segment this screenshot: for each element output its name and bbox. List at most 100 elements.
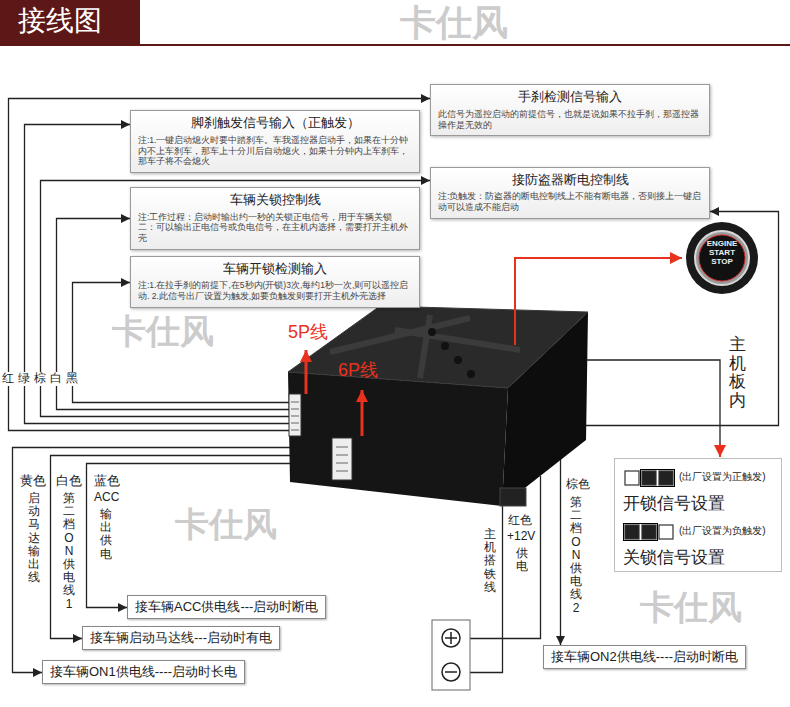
box-heading: 接防盗器断电控制线	[438, 172, 702, 189]
signal-wire	[586, 212, 779, 426]
wire-name: ACC	[94, 491, 119, 505]
jumper-note: (出厂设置为负触发)	[679, 525, 766, 537]
power-wire	[560, 458, 561, 645]
connector-name: 6P线	[338, 360, 378, 381]
unit-hole	[441, 342, 449, 350]
callout-text: 主机板内	[729, 336, 746, 411]
box-text: 接车辆ON1供电线----启动时长电	[50, 664, 237, 680]
unit-front	[288, 372, 508, 506]
signal-box: 车辆关锁控制线注:工作过程：启动时输出约一秒的关锁正电信号，用于车辆关锁 二：可…	[130, 187, 420, 250]
voltage: +12V	[507, 530, 535, 544]
box-heading: 手刹检测信号输入	[438, 89, 702, 106]
wire-color: 棕色	[566, 478, 590, 492]
power-wire	[87, 464, 335, 608]
wire-color: 红	[2, 372, 14, 386]
main-unit	[288, 306, 588, 506]
wire-name: 第二档ON供电线2	[570, 496, 582, 615]
connector-pins	[291, 402, 299, 430]
wire-color: 黄色	[20, 474, 46, 489]
button-text: STOP	[700, 257, 744, 266]
wire-color: 绿	[18, 372, 30, 386]
plus-sign	[445, 632, 457, 644]
box-heading: 车辆关锁控制线	[138, 192, 412, 209]
wire-target-box: 接车辆启动马达线---启动时有电	[82, 626, 280, 650]
watermark: 卡仕风	[175, 505, 277, 544]
jumper-symbol	[623, 523, 675, 543]
battery-symbol	[432, 620, 470, 690]
wire-name: 第二档ON供电线1	[63, 492, 75, 611]
button-base	[686, 222, 758, 294]
jumper-title: 关锁信号设置	[623, 548, 725, 568]
wire-color: 黑	[66, 372, 78, 386]
unit-top	[288, 306, 588, 388]
jumper-panel: (出厂设置为正触发) 开锁信号设置 (出厂设置为负触发) 关锁信号设置	[614, 458, 782, 572]
power-wire	[51, 456, 335, 639]
wire-color: 白色	[56, 474, 82, 489]
header-rule	[0, 44, 790, 46]
button-text: START	[700, 248, 744, 257]
jumper-cap	[641, 470, 675, 487]
watermark: 卡仕风	[640, 588, 742, 627]
unit-hole	[467, 370, 475, 378]
pointer-arrow	[719, 444, 721, 457]
wire-color: 棕	[34, 372, 46, 386]
leader-line	[586, 360, 720, 444]
ground-wire	[470, 500, 503, 673]
wire-name: 供电	[516, 547, 528, 573]
signal-box: 接防盗器断电控制线注:负触发：防盗器的断电控制线上不能有断电器，否则接上一键启动…	[430, 167, 710, 219]
unit-hole	[454, 356, 462, 364]
box-heading: 车辆开锁检测输入	[138, 261, 412, 278]
box-text: 接车辆启动马达线---启动时有电	[90, 630, 272, 646]
wire-target-box: 接车辆ACC供电线---启动时断电	[127, 595, 326, 619]
signal-box: 车辆开锁检测输入注:1.在拉手刹的前提下,在5秒内(开锁)3次,每约1秒一次,则…	[130, 256, 420, 308]
mount-tab	[500, 488, 526, 506]
jumper-note: (出厂设置为正触发)	[679, 471, 766, 483]
box-note: 注:工作过程：启动时输出约一秒的关锁正电信号，用于车辆关锁 二：可以输出正电信号…	[138, 212, 412, 244]
jumper-pin	[625, 471, 639, 485]
connector-5p	[289, 394, 301, 436]
wire-target-box: 接车辆ON1供电线----启动时长电	[42, 660, 245, 684]
start-button	[686, 222, 758, 294]
box-note: 注:1.在拉手刹的前提下,在5秒内(开锁)3次,每约1秒一次,则可以遥控启动. …	[138, 280, 412, 301]
connector-6p	[332, 438, 352, 480]
connector-name: 5P线	[288, 322, 328, 343]
jumper-cap	[624, 524, 658, 541]
jumper-pin	[625, 525, 639, 539]
page-title: 接线图	[18, 3, 102, 39]
minus-sign	[445, 671, 457, 673]
jumper-symbol	[623, 469, 675, 489]
pointer-arrow	[361, 390, 364, 436]
button-text: ENGINE	[700, 239, 744, 248]
connector-pins	[336, 447, 348, 471]
box-note: 注:1.一键启动熄火时要中踏刹车。车我遥控器启动手，如果在十分钟内不上车刹车，那…	[138, 135, 412, 167]
plus-terminal	[442, 629, 460, 647]
signal-box: 手刹检测信号输入此信号为遥控启动的前提信号，也就是说如果不拉手刹，那遥控器操作是…	[430, 84, 710, 136]
jumper-pin	[642, 525, 656, 539]
jumper-pin	[642, 471, 656, 485]
power-wire	[13, 448, 335, 673]
wire-color: 蓝色	[94, 474, 120, 489]
button-ring	[695, 231, 749, 285]
jumper-pin	[659, 471, 673, 485]
wire-target-box: 接车辆ON2供电线----启动时断电	[543, 645, 746, 669]
wire-color: 白	[50, 372, 62, 386]
minus-terminal	[442, 663, 460, 681]
box-text: 接车辆ACC供电线---启动时断电	[135, 599, 318, 615]
box-text: 接车辆ON2供电线----启动时断电	[551, 649, 738, 665]
pointer-arrow	[515, 258, 682, 345]
box-heading: 脚刹触发信号输入（正触发）	[138, 115, 412, 132]
jumper-pin	[659, 525, 673, 539]
wire-color: 红色	[508, 514, 532, 528]
pointer-arrow	[305, 350, 308, 394]
signal-box: 脚刹触发信号输入（正触发） 注:1.一键启动熄火时要中踏刹车。车我遥控器启动手，如…	[130, 110, 420, 173]
watermark: 卡仕风	[112, 312, 214, 351]
unit-hole	[428, 328, 436, 336]
button-face	[699, 235, 745, 281]
wire-name: 主机搭铁线	[484, 528, 496, 594]
jumper-title: 开锁信号设置	[623, 494, 725, 514]
wire-name: 输出供电	[100, 508, 112, 561]
watermark: 卡仕风	[400, 2, 508, 43]
box-note: 注:负触发：防盗器的断电控制线上不能有断电器，否则接上一键启动可以造成不能启动	[438, 191, 702, 212]
box-note: 此信号为遥控启动的前提信号，也就是说如果不拉手刹，那遥控器操作是无效的	[438, 109, 702, 130]
